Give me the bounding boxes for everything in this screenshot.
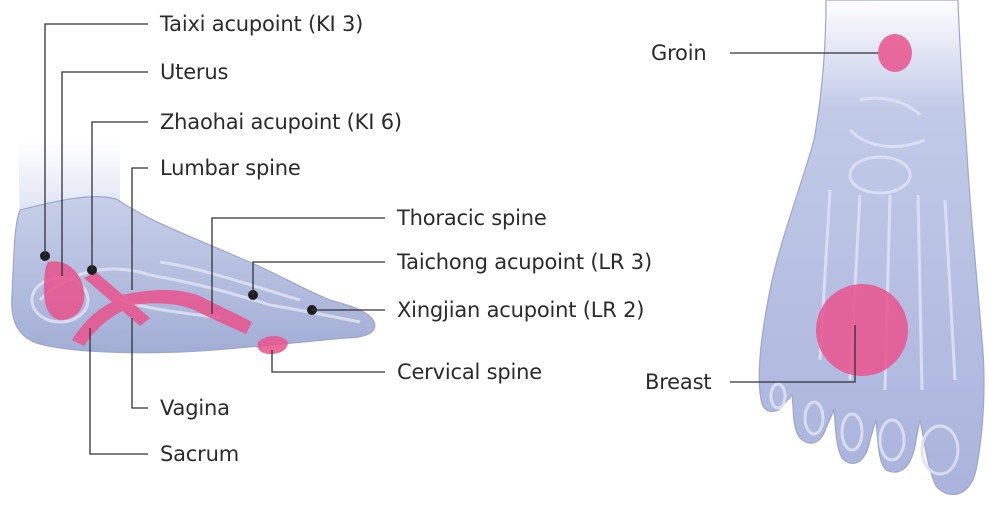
label-sacrum: Sacrum [160,442,239,466]
label-taixi-acupoint: Taixi acupoint (KI 3) [160,12,363,36]
zone-groin [878,34,912,72]
label-zhaohai-acupoint: Zhaohai acupoint (KI 6) [160,110,402,134]
top-view-foot [730,0,984,494]
label-xingjian-acupoint: Xingjian acupoint (LR 2) [397,298,644,322]
label-taichong-acupoint: Taichong acupoint (LR 3) [397,250,652,274]
label-vagina: Vagina [160,396,230,420]
top-foot-silhouette [759,0,984,494]
label-thoracic-spine: Thoracic spine [397,206,547,230]
leader-cervical [272,350,385,372]
label-groin: Groin [651,41,706,65]
label-uterus: Uterus [160,60,228,84]
side-view-foot [12,24,385,454]
label-breast: Breast [645,370,711,394]
label-lumbar-spine: Lumbar spine [160,156,301,180]
zone-breast [816,284,908,376]
label-cervical-spine: Cervical spine [397,360,542,384]
